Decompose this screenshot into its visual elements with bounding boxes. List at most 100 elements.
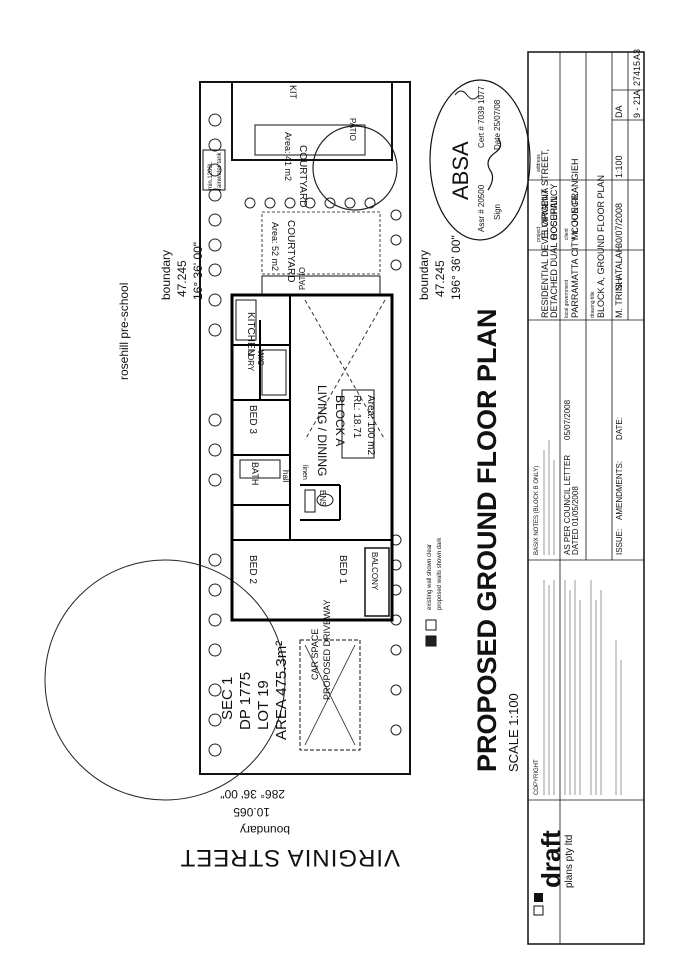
- patio-1: [261, 275, 381, 295]
- plan-title: PROPOSED GROUND FLOOR PLAN: [472, 308, 502, 772]
- svg-text:A3: A3: [632, 49, 642, 60]
- svg-text:PARRAMATTA CITY COUNCIL: PARRAMATTA CITY COUNCIL: [570, 193, 580, 318]
- svg-text:AMENDMENTS:: AMENDMENTS:: [615, 461, 624, 520]
- courtyard-2-area: Area: 41 m2: [283, 132, 293, 181]
- svg-text:Date 25/07/08: Date 25/07/08: [493, 99, 502, 150]
- svg-text:1:100: 1:100: [614, 155, 624, 178]
- svg-text:draft: draft: [536, 830, 566, 888]
- svg-text:DATED 01/05/2008: DATED 01/05/2008: [571, 486, 580, 555]
- svg-text:BLOCK A, GROUND FLOOR PLAN: BLOCK A, GROUND FLOOR PLAN: [596, 175, 606, 318]
- svg-text:proposed walls shown dark: proposed walls shown dark: [437, 537, 443, 610]
- tree-row-left: [208, 113, 222, 757]
- kitchen-label: KITCHEN: [245, 312, 256, 356]
- balcony: [364, 547, 390, 617]
- bath-label: BATH: [250, 462, 260, 485]
- courtyard-2-label: COURTYARD: [297, 145, 308, 207]
- bed3-label: BED 3: [247, 405, 258, 434]
- svg-text:LOT 19: LOT 19: [255, 680, 272, 730]
- svg-text:ISSUE:: ISSUE:: [615, 529, 624, 555]
- ens-label: ENS: [318, 490, 327, 506]
- svg-text:DA: DA: [614, 105, 624, 118]
- svg-text:S. ATALAH: S. ATALAH: [614, 246, 624, 290]
- street-label: VIRGINIA STREET: [180, 844, 400, 871]
- svg-text:RESIDENTIAL DEVELOPMENT: RESIDENTIAL DEVELOPMENT: [540, 188, 550, 318]
- car-space-label: CAR SPACE: [310, 629, 320, 680]
- svg-text:SEC 1: SEC 1: [219, 677, 236, 720]
- svg-text:ROSEHILL: ROSEHILL: [549, 195, 559, 240]
- bed1-label: BED 1: [337, 555, 348, 584]
- signature-mark: [487, 137, 502, 191]
- svg-text:DATE:: DATE:: [615, 417, 624, 440]
- svg-text:Assr # 20500: Assr # 20500: [477, 184, 486, 232]
- svg-text:27415: 27415: [632, 61, 642, 86]
- block-a: KITCHEN W/C LDRY BED 3 BATH BED 2 hall l…: [230, 293, 394, 622]
- svg-text:client: client: [564, 228, 570, 240]
- hall-label: hall: [281, 470, 290, 483]
- boundary-annotations: rosehill pre-school boundary 47.245 16° …: [117, 235, 463, 871]
- patio-1-label: PATIO: [298, 267, 307, 290]
- svg-text:47.245: 47.245: [433, 260, 447, 297]
- svg-text:05/07/2008: 05/07/2008: [563, 399, 572, 440]
- svg-text:boundary: boundary: [159, 250, 173, 300]
- courtyard-1-label: COURTYARD: [285, 220, 296, 282]
- svg-text:Mr. JOE FRANGIEH: Mr. JOE FRANGIEH: [570, 158, 580, 240]
- tree-canopy-courtyard: [312, 125, 398, 211]
- driveway-label: PROPOSED DRIVEWAY: [322, 599, 332, 700]
- site-plan: COURTYARD Area: 41 m2 PATIO KIT min.1200…: [44, 81, 443, 801]
- svg-text:A: A: [632, 90, 642, 96]
- lot-description: SEC 1 DP 1775 LOT 19 AREA 475.3m²: [219, 641, 290, 740]
- wall-legend: existing wall shown clear proposed walls…: [425, 537, 443, 647]
- linen-label: linen: [301, 465, 308, 480]
- plan-scale: SCALE 1:100: [506, 693, 521, 772]
- block-label: BLOCK A: [333, 395, 347, 446]
- svg-text:project: project: [536, 226, 542, 242]
- title-block: project RESIDENTIAL DEVELOPMENT DETACHED…: [527, 49, 645, 945]
- svg-text:existing wall shown clear: existing wall shown clear: [427, 544, 433, 610]
- svg-text:boundary: boundary: [417, 250, 431, 300]
- svg-text:plans pty ltd: plans pty ltd: [564, 835, 575, 888]
- svg-text:BASIX NOTES (BLOCK B ONLY): BASIX NOTES (BLOCK B ONLY): [534, 466, 540, 555]
- company-logo: draft plans pty ltd: [533, 830, 575, 916]
- neighbour-label: rosehill pre-school: [117, 283, 131, 380]
- block-area-label: Area: 100 m2: [365, 395, 376, 455]
- svg-text:M. TRINH: M. TRINH: [614, 278, 624, 318]
- svg-text:47.245: 47.245: [175, 260, 189, 297]
- svg-text:AREA 475.3m²: AREA 475.3m²: [273, 641, 290, 740]
- svg-text:196° 36' 00": 196° 36' 00": [449, 235, 463, 300]
- svg-text:ABSA: ABSA: [448, 141, 473, 200]
- svg-text:30/07/2008: 30/07/2008: [614, 203, 624, 248]
- living-label: LIVING / DINING: [315, 385, 329, 476]
- svg-text:16° 36' 00": 16° 36' 00": [191, 242, 205, 300]
- svg-text:10.065: 10.065: [233, 805, 270, 819]
- svg-text:9 - 21: 9 - 21: [632, 95, 642, 118]
- kit-label: KIT: [288, 85, 298, 100]
- absa-stamp: ABSA Assr # 20500 Cert # 7039 1077 Sign …: [429, 79, 531, 241]
- svg-text:286° 36' 00": 286° 36' 00": [220, 787, 285, 801]
- svg-text:DETACHED DUAL OCCUPANCY: DETACHED DUAL OCCUPANCY: [549, 184, 559, 318]
- svg-text:Cert # 7039 1077: Cert # 7039 1077: [477, 86, 486, 148]
- svg-text:15 VIRGINIA STREET,: 15 VIRGINIA STREET,: [540, 149, 550, 240]
- car-space: [299, 639, 361, 751]
- tree-canopy-street: [44, 559, 286, 801]
- svg-text:DP 1775: DP 1775: [237, 672, 254, 730]
- tank-label: rainwater tank: [217, 151, 223, 190]
- shrub-row: [244, 197, 376, 209]
- svg-text:AS PER COUNCIL LETTER: AS PER COUNCIL LETTER: [563, 455, 572, 555]
- wc-label: W/C: [256, 350, 265, 366]
- balcony-label: BALCONY: [370, 552, 379, 591]
- svg-text:Sign: Sign: [493, 204, 502, 220]
- laundry-label: LDRY: [246, 350, 255, 372]
- svg-text:drawing title: drawing title: [590, 291, 596, 318]
- rl-label: RL: 18.71: [351, 395, 362, 439]
- svg-text:COPYRIGHT: COPYRIGHT: [534, 759, 540, 795]
- courtyard-1-area: Area: 52 m2: [270, 222, 280, 271]
- svg-text:address: address: [536, 154, 542, 172]
- adjacent-block-b: [231, 81, 393, 161]
- bed2-label: BED 2: [247, 555, 258, 584]
- tank-size-label: min.1200L: [208, 161, 214, 190]
- svg-text:local government: local government: [564, 279, 570, 318]
- svg-text:boundary: boundary: [240, 823, 290, 837]
- patio-2-label: PATIO: [348, 118, 357, 141]
- rainwater-tank: [202, 149, 226, 191]
